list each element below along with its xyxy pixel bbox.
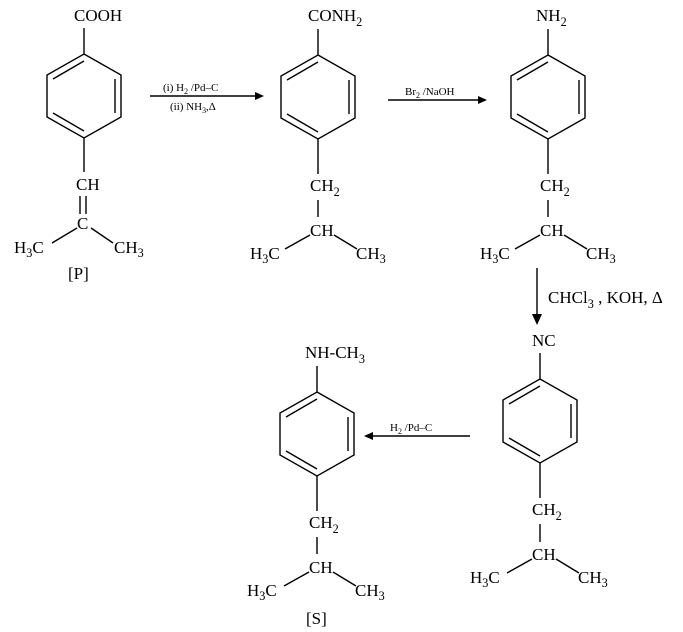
step3-arrow: CHCl3 , KOH, Δ — [532, 268, 663, 325]
amine-ch-label: CH — [540, 221, 564, 240]
isocyanide-ch2-label: CH2 — [532, 500, 562, 523]
amine-left-methyl-label: H3C — [480, 244, 510, 266]
compound-p: COOH CH C H3C CH3 [P] — [14, 6, 144, 283]
isocyanide-bond-right-methyl — [555, 558, 580, 574]
isocyanide-ring-inner-bond-2 — [508, 437, 541, 457]
compound-amine: NH2 CH2 CH H3C CH3 — [480, 6, 616, 266]
amide-bond-right-methyl — [333, 234, 358, 250]
isocyanide-ch-label: CH — [532, 545, 556, 564]
p-benzene-ring — [46, 53, 122, 139]
step1-reagent-line2: (ii) NH3,Δ — [170, 101, 216, 115]
amine-bond-left-methyl — [514, 234, 541, 250]
amine-amino-label: NH2 — [536, 6, 567, 29]
amine-right-methyl-label: CH3 — [586, 244, 616, 266]
s-left-methyl-label: H3C — [247, 581, 277, 603]
step3-reagent: CHCl3 , KOH, Δ — [548, 288, 663, 311]
p-c-label: C — [77, 214, 88, 233]
p-ch-label: CH — [76, 175, 100, 194]
amide-ch-label: CH — [310, 221, 334, 240]
s-bond-right-methyl — [332, 571, 357, 587]
s-methylamino-label: NH-CH3 — [305, 343, 365, 366]
amine-benzene-ring — [510, 54, 586, 140]
p-ring-inner-bond-3 — [52, 60, 85, 80]
step2-arrow: Br2 /NaOH — [388, 86, 487, 104]
s-ring-inner-bond-2 — [285, 450, 318, 470]
step4-arrow-head — [364, 432, 373, 440]
p-left-methyl-label: H3C — [14, 238, 44, 260]
isocyanide-left-methyl-label: H3C — [470, 568, 500, 590]
amine-bond-right-methyl — [563, 234, 588, 250]
p-ring-inner-bond-2 — [52, 112, 85, 132]
isocyanide-right-methyl-label: CH3 — [578, 568, 608, 590]
s-ch-label: CH — [309, 558, 333, 577]
p-carboxyl-label: COOH — [74, 6, 122, 25]
p-right-methyl-label: CH3 — [114, 238, 144, 260]
step2-arrow-head — [478, 96, 487, 104]
amine-ring-inner-bond-3 — [516, 61, 549, 81]
p-bond-right-methyl — [90, 227, 114, 244]
step3-arrow-head — [532, 314, 542, 325]
isocyanide-benzene-ring — [502, 378, 578, 464]
amide-carboxamide-label: CONH2 — [308, 6, 362, 29]
compound-isocyanide: NC CH2 CH H3C CH3 — [470, 331, 608, 590]
s-ch2-label: CH2 — [309, 513, 339, 536]
amine-ch2-label: CH2 — [540, 176, 570, 199]
amide-benzene-ring — [280, 54, 356, 140]
step2-reagent: Br2 /NaOH — [405, 86, 455, 100]
p-bond-left-methyl — [51, 227, 78, 244]
p-compound-label: [P] — [68, 264, 89, 283]
compound-s: NH-CH3 CH2 CH H3C CH3 [S] — [247, 343, 385, 628]
step1-reagent-line1: (i) H2 /Pd–C — [163, 82, 218, 96]
isocyanide-ring-inner-bond-3 — [508, 385, 541, 405]
amide-bond-left-methyl — [284, 234, 311, 250]
step4-arrow: H2 /Pd–C — [364, 422, 470, 440]
s-bond-left-methyl — [283, 571, 310, 587]
compound-amide: CONH2 CH2 CH H3C CH3 — [250, 6, 386, 266]
amide-right-methyl-label: CH3 — [356, 244, 386, 266]
amide-ring-inner-bond-3 — [286, 61, 319, 81]
amine-ring-inner-bond-2 — [516, 113, 549, 133]
s-compound-label: [S] — [306, 609, 327, 628]
amide-ch2-label: CH2 — [310, 176, 340, 199]
amide-left-methyl-label: H3C — [250, 244, 280, 266]
isocyanide-bond-left-methyl — [506, 558, 533, 574]
isocyanide-nc-label: NC — [532, 331, 556, 350]
s-ring-inner-bond-3 — [285, 398, 318, 418]
step1-arrow: (i) H2 /Pd–C (ii) NH3,Δ — [150, 82, 264, 115]
step4-reagent: H2 /Pd–C — [390, 422, 432, 436]
s-benzene-ring — [279, 391, 355, 477]
amide-ring-inner-bond-2 — [286, 113, 319, 133]
s-right-methyl-label: CH3 — [355, 581, 385, 603]
step1-arrow-head — [255, 92, 264, 100]
